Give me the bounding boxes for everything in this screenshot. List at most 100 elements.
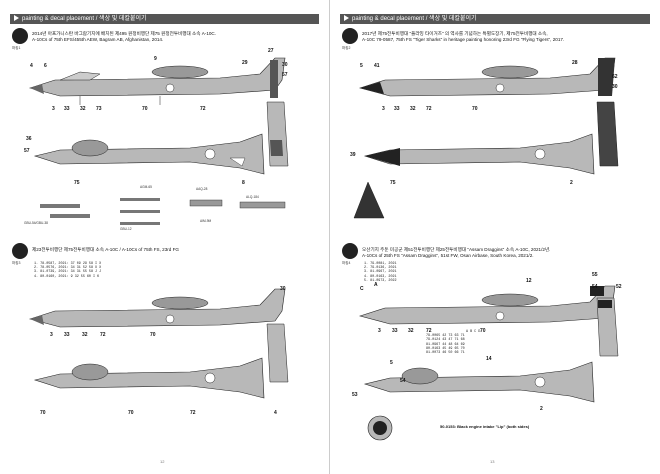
scheme2-badge-label: 마킹2 (342, 46, 351, 50)
callout-5b: 5 (390, 360, 393, 366)
table-row: 81-0073 46 50 66 71 (426, 351, 465, 356)
callout-9: 9 (154, 56, 157, 62)
scheme2-tail-fin (596, 101, 619, 167)
callout-5: 5 (360, 63, 363, 69)
callout-52: 52 (616, 284, 622, 290)
table-row: 80-0163 45 49 65 70 (426, 346, 465, 351)
callout-4b: 4 (274, 410, 277, 416)
callout-27: 27 (268, 48, 274, 54)
callout-72d: 72 (426, 106, 432, 112)
scheme4-serial-list: 1. 79-0081, 2021 2. 79-0136, 2021 3. 81-… (364, 262, 397, 283)
callout-C: C (360, 286, 364, 292)
scheme1-caption-en: A-10Cs of 75th EFS/455th AEW, Bagram AB,… (32, 37, 164, 42)
right-page-header: painting & decal placement / 색상 및 데칼붙이기 (340, 14, 650, 24)
callout-70d: 70 (128, 410, 134, 416)
list-item: 3. 81-0739, 2021: 34 31 55 58 J J (34, 270, 102, 275)
page-number-right: 13 (490, 459, 495, 464)
right-page: painting & decal placement / 색상 및 데칼붙이기 … (330, 0, 660, 474)
list-item: 4. 80-0163, 2021 (364, 274, 397, 279)
scheme3-badge-label: 마킹3 (12, 261, 21, 265)
scheme3-badge (12, 243, 28, 259)
callout-62: 62 (612, 74, 618, 80)
callout-A: A (374, 282, 378, 288)
callout-3: 3 (52, 106, 55, 112)
callout-41: 41 (374, 63, 380, 69)
list-item: 5. 81-0973, 2022 (364, 278, 397, 283)
callout-32b: 32 (82, 332, 88, 338)
scheme1-side-view (28, 57, 286, 105)
table-header: A B C D (466, 330, 481, 334)
scheme4-caption-en: A-10Cs of 25th FS "Assam Draggins", 51st… (362, 253, 534, 258)
table-row: 79-0124 43 47 71 68 (426, 338, 465, 343)
callout-57: 57 (282, 72, 288, 78)
list-item: 2. 79-0136, 2021 (364, 266, 397, 271)
callout-70f: 70 (480, 328, 486, 334)
table-row: 81-0967 44 48 64 69 (426, 342, 465, 347)
callout-3c: 3 (382, 106, 385, 112)
callout-3b: 3 (50, 332, 53, 338)
callout-33c: 33 (394, 106, 400, 112)
scheme4-tail-fin (596, 297, 619, 357)
scheme2-nose-detail (353, 181, 385, 219)
callout-33: 33 (64, 106, 70, 112)
scheme2-top-view (363, 133, 595, 175)
callout-3d: 3 (378, 328, 381, 334)
header-triangle-icon (344, 15, 349, 22)
label-gbu38: GBU-54/GBU-38 (24, 221, 48, 225)
scheme3-code-list: 1. 78-0587, 2021: 37 09 29 58 I X 2. 78-… (34, 262, 101, 279)
scheme2-caption-kr: 2017년 제75전투비행대 "플라잉 타이거즈" 의 역사를 기념하는 특별도… (362, 31, 548, 36)
callout-33b: 33 (64, 332, 70, 338)
list-item: 1. 79-0081, 2021 (364, 262, 397, 266)
callout-39: 39 (350, 152, 356, 158)
scheme1-caption-kr: 2014년 아프가니스탄 바그람기지에 배치된 제495 원정비행단 제75 원… (32, 31, 217, 36)
callout-70b: 70 (150, 332, 156, 338)
callout-30: 30 (282, 62, 288, 68)
callout-72b: 72 (100, 332, 106, 338)
scheme2-badge (342, 28, 358, 44)
callout-14: 14 (486, 356, 492, 362)
table-row: 79-0065 42 73 63 71 (426, 334, 465, 339)
callout-32c: 32 (410, 106, 416, 112)
scheme3-top-view (33, 357, 265, 399)
scheme4-badge-label: 마킹4 (342, 261, 351, 265)
callout-70c: 70 (40, 410, 46, 416)
callout-70e: 70 (472, 106, 478, 112)
callout-32: 32 (80, 106, 86, 112)
callout-72c: 72 (190, 410, 196, 416)
scheme1-top-view (33, 133, 265, 175)
callout-32d: 32 (408, 328, 414, 334)
callout-53: 53 (352, 392, 358, 398)
callout-2: 2 (570, 180, 573, 186)
scheme3-side-view (28, 288, 286, 328)
label-alq184: ALQ-184 (246, 195, 259, 199)
label-agm65: AGM-65 (140, 185, 152, 189)
scheme4-code-table: A B C D 79-0065 42 73 63 71 79-0124 43 4… (426, 330, 480, 355)
callout-55: 55 (592, 272, 598, 278)
callout-75: 75 (74, 180, 80, 186)
callout-54b: 54 (400, 378, 406, 384)
list-item: 2. 78-0576, 2021: 34 31 52 58 X X (34, 266, 102, 271)
scheme2-caption-en: A-10C 79-0587, 75th FS "Tiger Sharks" in… (362, 37, 565, 42)
scheme1-tail-fin (266, 101, 289, 167)
list-item: 3. 81-0967, 2021 (364, 270, 397, 275)
label-aaq28: AAQ-28 (196, 187, 208, 191)
callout-28: 28 (572, 60, 578, 66)
scheme4-badge (342, 243, 358, 259)
callout-8: 8 (242, 180, 245, 186)
scheme1-badge-label: 마킹1 (12, 46, 21, 50)
list-item: 1. 78-0587, 2021: 37 09 29 58 I X (34, 262, 102, 266)
callout-73: 73 (96, 106, 102, 112)
scheme3-caption: 제23전투비행단 제75전투비행대 소속 A-10C / A-10Cs of 7… (32, 247, 180, 252)
callout-57b: 57 (24, 148, 30, 154)
label-aim9: AIM-9M (200, 219, 212, 223)
callout-70: 70 (142, 106, 148, 112)
callout-29: 29 (242, 60, 248, 66)
callout-4: 4 (30, 63, 33, 69)
ordnance-diagram (40, 198, 286, 225)
callout-72e: 72 (426, 328, 432, 334)
left-page: painting & decal placement / 색상 및 데칼붙이기 … (10, 0, 330, 474)
list-item: 4. 80-0160, 2021: 9 32 55 60 I K (34, 274, 100, 279)
callout-54: 54 (592, 284, 598, 290)
header-triangle-icon (14, 15, 19, 22)
callout-75b: 75 (390, 180, 396, 186)
